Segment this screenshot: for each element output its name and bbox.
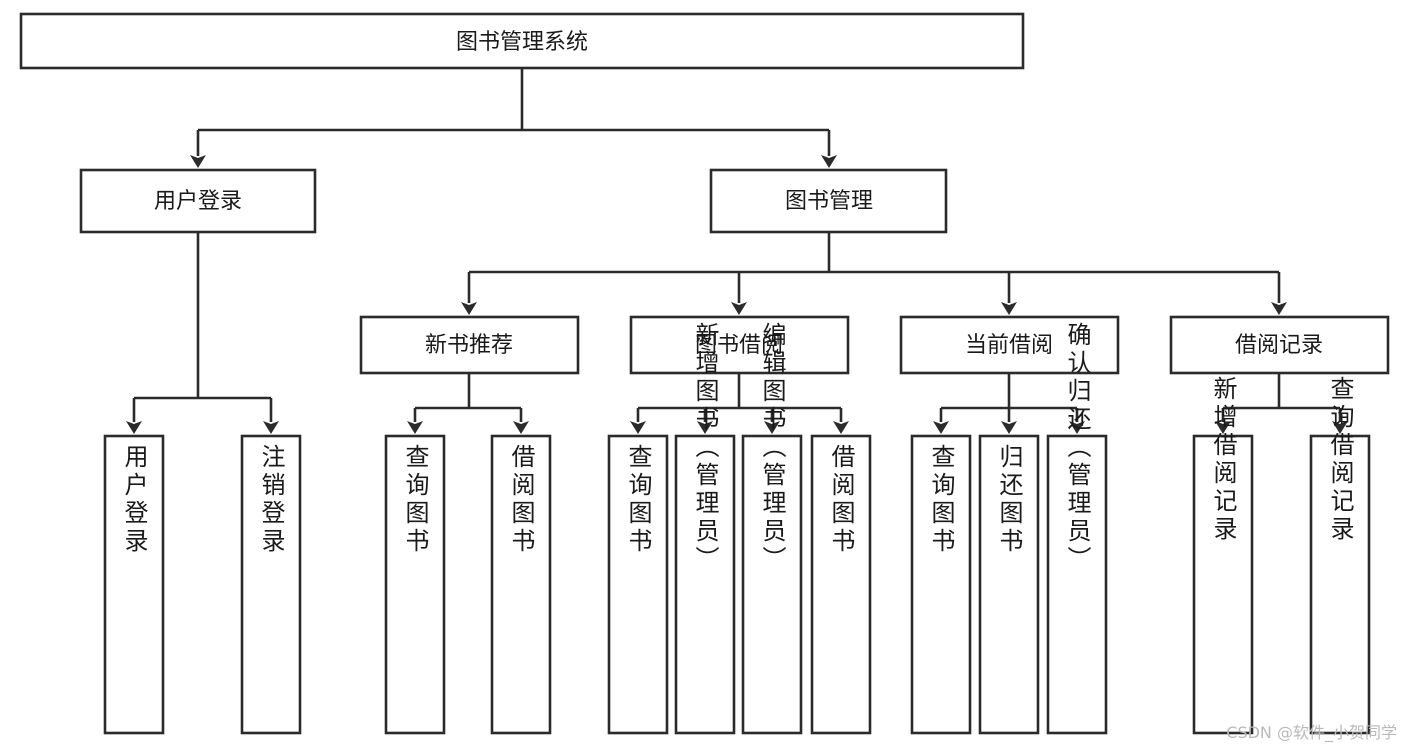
node-book-borrow[interactable]: 图书借阅 — [629, 315, 850, 375]
leaf-current-borrow-2-label: 确认归还（管理员） — [1063, 322, 1091, 574]
connector-layer — [126, 68, 1348, 434]
node-borrow-record-box[interactable] — [1169, 315, 1390, 375]
leaf-current-borrow-2[interactable]: 确认归还（管理员） — [1046, 322, 1108, 735]
node-borrow-record-label: 借阅记录 — [1235, 333, 1323, 358]
leaf-book-borrow-0[interactable]: 查询图书 — [607, 434, 669, 735]
leaf-book-borrow-2[interactable]: 编辑图书（管理员） — [741, 322, 803, 735]
node-user-login-label: 用户登录 — [154, 189, 242, 214]
leaf-current-borrow-0-label: 查询图书 — [927, 444, 955, 556]
leaf-new-book-1-box[interactable] — [490, 434, 552, 735]
csdn-watermark: CSDN @软件_小贺同学 — [1226, 723, 1397, 742]
leaf-current-borrow-1-label: 归还图书 — [995, 444, 1023, 556]
leaf-book-borrow-2-label: 编辑图书（管理员） — [758, 322, 786, 574]
leaf-borrow-record-0[interactable]: 新增借阅记录 — [1192, 376, 1254, 735]
node-book-borrow-label: 图书借阅 — [695, 333, 783, 358]
node-user-login[interactable]: 用户登录 — [79, 168, 317, 234]
leaf-book-borrow-0-box[interactable] — [607, 434, 669, 735]
leaf-book-borrow-3-box[interactable] — [810, 434, 872, 735]
leaf-user-login-1[interactable]: 注销登录 — [240, 434, 302, 735]
leaf-book-borrow-1[interactable]: 新增图书（管理员） — [674, 322, 736, 735]
leaf-book-borrow-1-label: 新增图书（管理员） — [691, 322, 719, 574]
leaf-book-borrow-1-box[interactable] — [674, 434, 736, 735]
leaf-user-login-1-box[interactable] — [240, 434, 302, 735]
node-book-manage[interactable]: 图书管理 — [709, 168, 948, 234]
node-root[interactable]: 图书管理系统 — [19, 12, 1025, 70]
leaf-current-borrow-1-box[interactable] — [978, 434, 1040, 735]
node-root-box[interactable] — [19, 12, 1025, 70]
node-new-book-box[interactable] — [359, 315, 580, 375]
node-current-borrow-box[interactable] — [899, 315, 1120, 375]
leaf-book-borrow-3[interactable]: 借阅图书 — [810, 434, 872, 735]
leaf-user-login-0[interactable]: 用户登录 — [103, 434, 165, 735]
leaf-current-borrow-1[interactable]: 归还图书 — [978, 434, 1040, 735]
leaf-current-borrow-0-box[interactable] — [910, 434, 972, 735]
node-new-book-label: 新书推荐 — [425, 333, 513, 358]
node-book-manage-box[interactable] — [709, 168, 948, 234]
leaf-user-login-0-box[interactable] — [103, 434, 165, 735]
node-borrow-record[interactable]: 借阅记录 — [1169, 315, 1390, 375]
leaf-new-book-1[interactable]: 借阅图书 — [490, 434, 552, 735]
leaf-borrow-record-0-box[interactable] — [1192, 434, 1254, 735]
node-book-borrow-box[interactable] — [629, 315, 850, 375]
leaf-borrow-record-1-label: 查询借阅记录 — [1326, 376, 1354, 544]
leaf-user-login-0-label: 用户登录 — [120, 444, 148, 556]
leaf-borrow-record-1[interactable]: 查询借阅记录 — [1309, 376, 1371, 735]
leaf-borrow-record-1-box[interactable] — [1309, 434, 1371, 735]
node-user-login-box[interactable] — [79, 168, 317, 234]
leaf-user-login-1-label: 注销登录 — [257, 444, 285, 556]
node-new-book[interactable]: 新书推荐 — [359, 315, 580, 375]
leaf-current-borrow-0[interactable]: 查询图书 — [910, 434, 972, 735]
node-current-borrow[interactable]: 当前借阅 — [899, 315, 1120, 375]
leaf-book-borrow-3-label: 借阅图书 — [827, 444, 855, 556]
leaf-book-borrow-0-label: 查询图书 — [624, 444, 652, 556]
leaf-new-book-0[interactable]: 查询图书 — [384, 434, 446, 735]
node-book-manage-label: 图书管理 — [785, 189, 873, 214]
node-root-label: 图书管理系统 — [456, 30, 588, 55]
leaf-new-book-0-label: 查询图书 — [401, 444, 429, 556]
leaf-new-book-0-box[interactable] — [384, 434, 446, 735]
leaf-new-book-1-label: 借阅图书 — [507, 444, 535, 556]
leaf-book-borrow-2-box[interactable] — [741, 434, 803, 735]
node-current-borrow-label: 当前借阅 — [965, 333, 1053, 358]
leaf-current-borrow-2-box[interactable] — [1046, 434, 1108, 735]
leaf-borrow-record-0-label: 新增借阅记录 — [1209, 376, 1237, 544]
